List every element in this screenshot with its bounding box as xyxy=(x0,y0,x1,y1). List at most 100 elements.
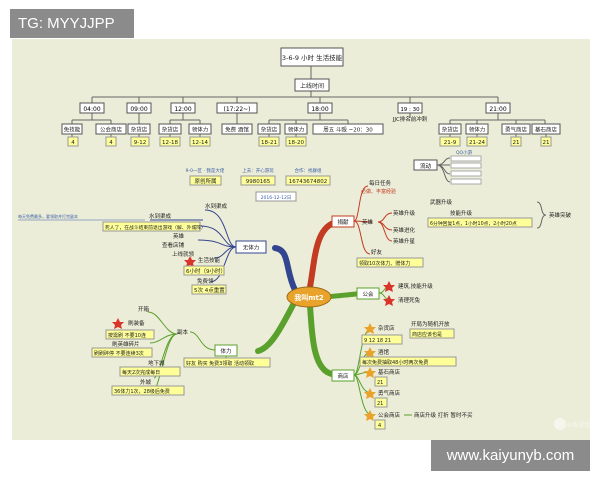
value-10: 21 xyxy=(543,140,550,146)
fuben-label: 副本 xyxy=(177,328,189,336)
free-claim: 免费领 xyxy=(197,277,214,285)
clean-rabbit: 清理死兔 xyxy=(398,296,421,304)
activity-5: 免费 酒馆 xyxy=(225,126,249,134)
misc-refresh-note: 商店应该也是 xyxy=(412,331,442,338)
info-label-3: 合作：找群组 xyxy=(295,167,322,174)
info-label-2: 上去：开心游玩 xyxy=(242,167,274,174)
activity-0: 免技能 xyxy=(64,126,81,134)
friend-node: 好友 xyxy=(371,248,383,256)
gonghui-node: 公会 xyxy=(362,290,374,298)
activity-11: 勇气商店 xyxy=(505,126,528,134)
clean-star-icon xyxy=(383,295,395,306)
shop-node: 商店 xyxy=(337,372,349,380)
death-note: 死人了，在战斗结束前退出游戏（解、外城阵） xyxy=(105,224,206,231)
online-box xyxy=(294,78,330,92)
activity-9: 杂货店 xyxy=(442,126,459,134)
flow-group: 流动 QQ小游 xyxy=(413,149,482,185)
guild-shop-hours: 4 xyxy=(378,423,381,429)
hero-shard: 刷英雄碎片 xyxy=(112,340,140,348)
misc-icon xyxy=(364,323,376,334)
watermark-logo: 斗鱼游戏 xyxy=(554,418,590,430)
online-text: 上线时间 xyxy=(300,82,324,90)
skill-time: 6小时（9小时） xyxy=(186,267,226,275)
activity-10: 领体力 xyxy=(469,126,486,134)
daily-task-note: 必做、丰富经验 xyxy=(361,188,396,195)
base-shop: 基石商店 xyxy=(378,368,401,376)
time-nodes: 04:00 09:00 12:00 (17:22~) 18:00 19 : 30… xyxy=(79,102,511,123)
regen-note: 6分钟回复1点，1小时10点，2小时20点 xyxy=(430,220,517,227)
info-value-1: 原创所属 xyxy=(194,177,216,185)
left-energy-branch: 无体力 水到渠成 水到渠成 水到渠成 每天免费最多，要领取并打完副本 死人了，在… xyxy=(18,202,267,295)
base-icon xyxy=(364,367,376,378)
weapon-upgrade: 武器升级 xyxy=(430,198,453,206)
time-1722: (17:22~) xyxy=(224,106,251,113)
time-1930: 19 : 30 xyxy=(400,107,420,113)
hero-break: 英雄突破 xyxy=(549,211,572,219)
right-guild-branch: 捐献 每日任务 必做、丰富经验 英雄 英雄升级 武器升级 技能升级 6分钟回复1… xyxy=(331,179,572,268)
value-0: 4 xyxy=(71,140,75,146)
value-1: 4 xyxy=(109,140,113,146)
hero-upgrade: 英雄升级 xyxy=(393,209,416,217)
misc-hours: 9 12 18 21 xyxy=(364,338,391,344)
equip-star-icon xyxy=(112,318,124,329)
brush-equip: 刷装备 xyxy=(128,319,145,327)
value-3: 12-18 xyxy=(162,140,178,146)
time-0400: 04:00 xyxy=(83,106,100,113)
activity-7: 领体力 xyxy=(288,126,305,134)
courage-shop: 勇气商店 xyxy=(378,389,401,397)
activity-2: 杂货店 xyxy=(131,126,148,134)
map-background xyxy=(12,39,590,440)
watermark-text: 斗鱼游戏 xyxy=(566,421,590,429)
tili-node: 体力 xyxy=(220,347,231,355)
right-shop-branch: 商店 杂货店 9 12 18 21 开局为随机开放 商店应该也是 酒馆 每次免费… xyxy=(331,320,473,430)
check-shop: 查看店铺 xyxy=(162,241,185,249)
info-date: 2016-12-12日 xyxy=(261,195,292,201)
hero-evolve: 英雄进化 xyxy=(393,226,416,234)
hero-star: 英雄升星 xyxy=(393,237,416,245)
right-gonghui-branch: 公会 建筑,技能升级 清理死兔 xyxy=(356,281,433,306)
time-connectors xyxy=(71,66,546,124)
guild-shop-note: 商店升级 打折 暂时不买 xyxy=(414,411,473,419)
tili-source: 好友 购买 免费3领取 活动领取 xyxy=(186,360,254,367)
info-block: 9-0一区 · 我是大佬 原创所属 上去：开心游玩 9980165 合作：找群组… xyxy=(186,167,331,202)
time-0900: 09:00 xyxy=(130,106,147,113)
activity-1: 公会商店 xyxy=(100,126,123,134)
outer-city: 外城 xyxy=(140,378,152,386)
outer-note: 36体力1次，28级后免费 xyxy=(114,388,170,395)
value-2: 9-12 xyxy=(134,140,146,146)
online-claim: 上线就领 xyxy=(172,250,195,258)
build-upgrade: 建筑,技能升级 xyxy=(398,282,433,290)
hero-shard-note: 刷刷碎停 不要连续3次 xyxy=(94,350,144,357)
center-label: 我叫mt2 xyxy=(294,293,324,302)
center-node xyxy=(286,286,332,308)
daily-task: 每日任务 xyxy=(369,179,392,187)
time-1200: 12:00 xyxy=(174,106,191,113)
title-text: 3-6-9 小时 生活技能 xyxy=(282,53,343,62)
skill-upgrade: 技能升级 xyxy=(450,209,473,217)
dungeon-note: 每天2次完成每日 xyxy=(122,369,160,376)
value-8: 21-24 xyxy=(469,140,485,146)
info-value-2: 9980165 xyxy=(246,179,271,185)
energy-node: 无体力 xyxy=(243,244,260,252)
value-7: 21-9 xyxy=(444,140,457,146)
guild-shop: 公会商店 xyxy=(378,411,401,419)
title-box xyxy=(280,47,344,67)
water-text: 水到渠成 xyxy=(149,212,172,220)
value-9: 21 xyxy=(513,140,520,146)
pub-note: 每次免费抽取48小时两次免费 xyxy=(362,359,428,366)
build-star-icon xyxy=(383,281,395,292)
value-4: 12-14 xyxy=(192,140,208,146)
note-text: 每天免费最多，要领取并打完副本 xyxy=(18,213,78,219)
shop-check: 水到渠成 xyxy=(205,202,228,210)
site-overlay-label[interactable]: www.kaiyunyb.com xyxy=(431,440,590,471)
base-hours: 21 xyxy=(377,380,383,386)
open-box: 开箱 xyxy=(138,305,150,313)
hero-node: 英雄 xyxy=(362,218,374,226)
life-skill: 生活技能 xyxy=(198,256,221,264)
value-boxes: 4 4 9-12 12-18 12-14 18-21 18-20 21-9 21… xyxy=(67,134,552,147)
header-group: 3-6-9 小时 生活技能 上线时间 xyxy=(280,47,344,92)
jjc-label: JJC排名前冲刺 xyxy=(392,115,428,123)
value-6: 18-20 xyxy=(288,140,304,146)
time-1800: 18:00 xyxy=(311,106,328,113)
courage-icon xyxy=(364,388,376,399)
